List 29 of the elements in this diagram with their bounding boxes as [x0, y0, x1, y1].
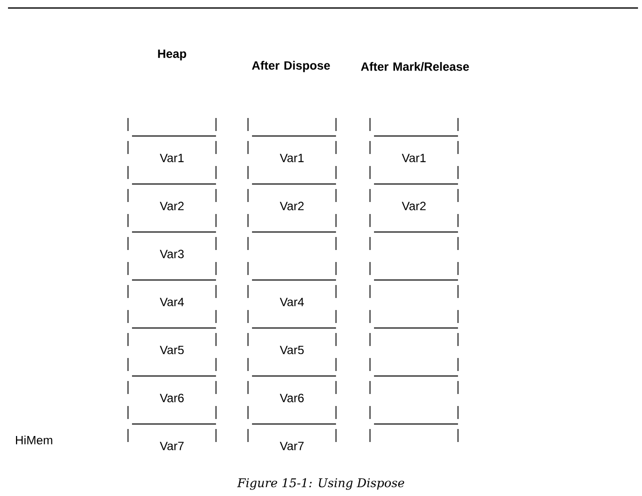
memory-cell: Var1	[370, 140, 458, 184]
memory-cell: Var7	[248, 428, 336, 450]
memory-cell: Var1	[128, 140, 216, 184]
memory-cell: Var2	[128, 188, 216, 232]
memory-cell: Var1	[248, 140, 336, 184]
figure-caption: Figure 15-1: Using Dispose	[237, 478, 404, 490]
memory-cell: Var5	[248, 332, 336, 376]
memory-cell: Var7	[128, 428, 216, 450]
empty-memory-cell	[248, 118, 336, 136]
empty-memory-cell	[248, 236, 336, 280]
column-heading: After Dispose	[252, 60, 330, 72]
memory-cell: Var3	[128, 236, 216, 280]
empty-memory-cell	[370, 332, 458, 376]
memory-cell: Var2	[248, 188, 336, 232]
empty-memory-cell	[370, 236, 458, 280]
memory-cell: Var2	[370, 188, 458, 232]
memory-cell: Var5	[128, 332, 216, 376]
empty-memory-cell	[370, 380, 458, 424]
empty-memory-cell	[370, 284, 458, 328]
empty-memory-cell	[128, 118, 216, 136]
column-heading: After Mark/Release	[360, 62, 469, 71]
memory-cell: Var6	[128, 380, 216, 424]
memory-label: HiMem	[16, 436, 52, 444]
memory-cell: Var4	[128, 284, 216, 328]
empty-memory-cell	[370, 428, 458, 442]
empty-memory-cell	[370, 118, 458, 136]
memory-cell: Var4	[248, 284, 336, 328]
memory-cell: Var6	[248, 380, 336, 424]
column-heading: Heap	[158, 50, 186, 60]
